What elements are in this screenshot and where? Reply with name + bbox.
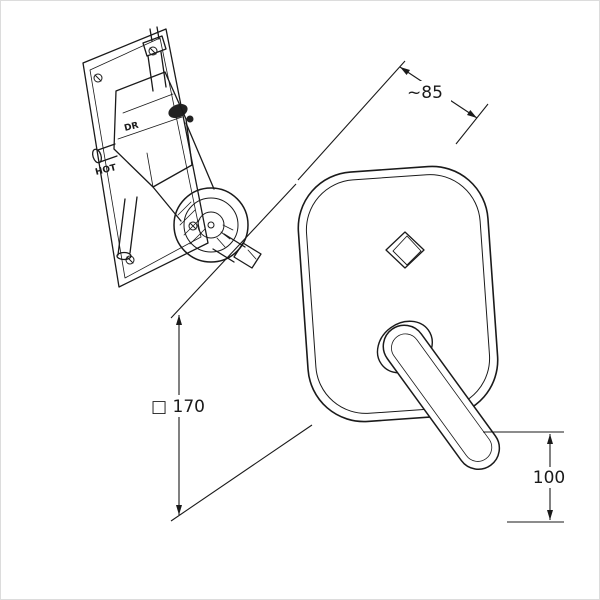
trim-plate-illustration bbox=[297, 165, 501, 470]
dim-170-label: □ 170 bbox=[151, 397, 205, 417]
dimension-85: ~85 bbox=[297, 60, 489, 181]
dimension-100: 100 bbox=[483, 431, 570, 523]
mixer-lever-handle bbox=[376, 320, 501, 470]
valve-dr-label: DR bbox=[123, 121, 139, 134]
valve-left-port bbox=[91, 143, 118, 164]
valve-top-stem bbox=[142, 26, 167, 92]
handle-lever bbox=[382, 324, 501, 470]
valve-spindle bbox=[212, 233, 262, 269]
valve-knob bbox=[186, 115, 194, 123]
diverter-button bbox=[385, 231, 425, 269]
dim-85-ext-b bbox=[455, 103, 489, 145]
valve-knurl bbox=[168, 103, 188, 119]
valve-cartridge bbox=[152, 122, 249, 263]
dim-170-arrow-top bbox=[176, 315, 182, 325]
trim-plate-inner bbox=[305, 174, 491, 414]
concealed-valve-illustration: DR HOT bbox=[82, 26, 262, 288]
valve-body bbox=[113, 71, 193, 188]
dim-85-arrow-left bbox=[400, 67, 410, 75]
dim-100-label: 100 bbox=[533, 468, 565, 488]
valve-hot-label: HOT bbox=[94, 163, 118, 178]
mounting-plate bbox=[82, 28, 209, 288]
dim-100-arrow-bottom bbox=[547, 510, 553, 520]
dim-170-ext-b bbox=[170, 424, 313, 522]
trim-plate-outer bbox=[297, 165, 499, 423]
handle-lever-inner bbox=[391, 333, 493, 462]
cartridge-hatching bbox=[177, 201, 234, 248]
dim-85-ext-a bbox=[297, 60, 406, 181]
dim-170-ext-a bbox=[170, 183, 297, 319]
dimension-170: □ 170 bbox=[147, 183, 313, 522]
mounting-plate-inner bbox=[89, 37, 202, 279]
dim-85-label: ~85 bbox=[407, 83, 443, 103]
dim-170-arrow-bottom bbox=[176, 505, 182, 515]
valve-bottom-port bbox=[116, 196, 138, 261]
dim-100-arrow-top bbox=[547, 434, 553, 444]
dim-85-arrow-right bbox=[467, 110, 477, 118]
